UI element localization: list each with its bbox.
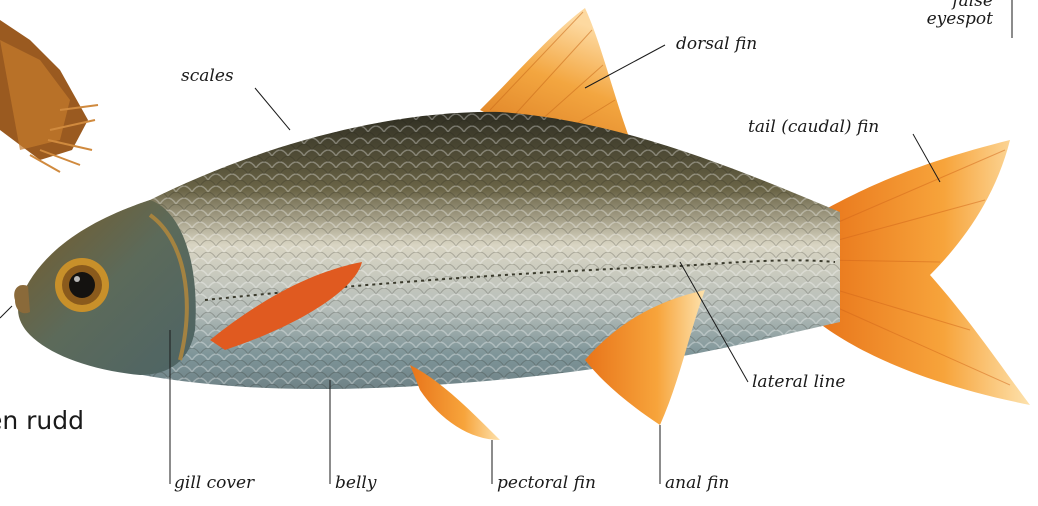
fish-eye: [55, 258, 109, 312]
label-gill-cover: gill cover: [174, 475, 254, 492]
label-false-eyespot-line2: eyespot: [927, 10, 993, 28]
label-lateral-line: lateral line: [752, 374, 845, 391]
label-anal-fin: anal fin: [665, 475, 729, 492]
label-tail-fin: tail (caudal) fin: [748, 119, 879, 136]
species-caption: len rudd: [0, 406, 84, 435]
label-scales: scales: [181, 68, 234, 85]
tail-fin: [815, 140, 1030, 405]
claw-remnant: [0, 20, 98, 172]
label-belly: belly: [335, 475, 376, 492]
label-pectoral-fin: pectoral fin: [497, 475, 596, 492]
label-false-eyespot: false eyespot: [927, 0, 993, 28]
label-dorsal-fin: dorsal fin: [676, 36, 757, 53]
